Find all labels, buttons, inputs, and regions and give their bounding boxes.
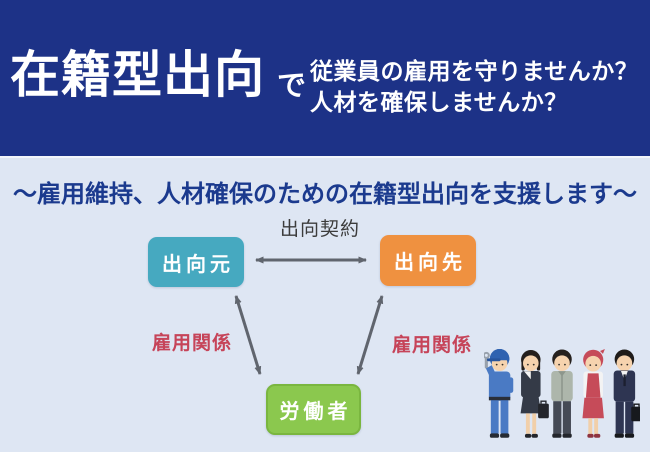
worker-box: 労働者 — [266, 384, 361, 435]
employment-relation-label-right: 雇用関係 — [392, 335, 473, 356]
main-title-particle: で — [277, 70, 307, 102]
secondment-contract-label: 出向契約 — [280, 219, 361, 240]
header-subtitle: 従業員の雇用を守りませんか？ 人材を確保しませんか？ — [310, 56, 638, 118]
secondment-source-box: 出向元 — [148, 237, 244, 287]
panel-title: 〜雇用維持、人材確保のための在籍型出向を支援します〜 — [13, 181, 637, 208]
main-title: 在籍型出向 — [10, 47, 265, 103]
header-subtitle-line1: 従業員の雇用を守りませんか？ — [310, 58, 639, 84]
header-subtitle-line2: 人材を確保しませんか？ — [310, 89, 568, 115]
factory-worker-figure — [551, 349, 573, 438]
mechanic-worker-figure — [484, 349, 514, 438]
apron-woman-figure — [582, 349, 605, 438]
business-woman-figure — [520, 350, 549, 438]
workers-illustration — [484, 349, 640, 438]
secondment-destination-box: 出向先 — [380, 235, 476, 286]
employment-relation-label-left: 雇用関係 — [152, 333, 233, 354]
business-man-figure — [613, 349, 640, 438]
